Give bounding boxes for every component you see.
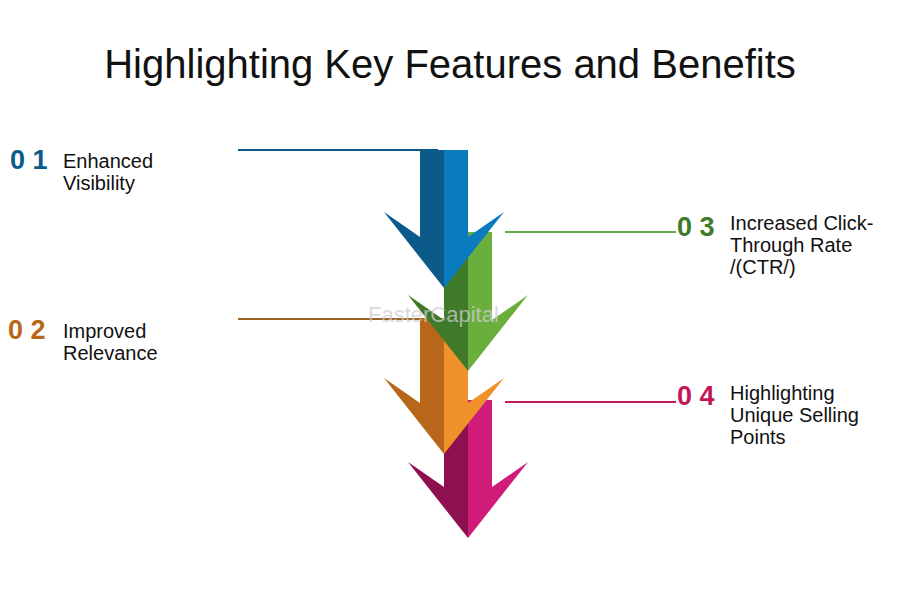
item-label: Increased Click-Through Rate /(CTR/) (730, 212, 890, 278)
callout-number: 0 3 (677, 213, 715, 243)
item-label: Improved Relevance (63, 320, 193, 364)
arrow-face (444, 150, 504, 288)
item-label: Enhanced Visibility (63, 150, 193, 194)
down-arrow (384, 150, 504, 288)
leader-line (238, 149, 438, 151)
arrow-face (468, 400, 528, 538)
leader-lines (238, 150, 676, 402)
arrow-face (468, 232, 528, 371)
callout-number: 0 2 (8, 316, 46, 346)
title: Highlighting Key Features and Benefits (0, 42, 900, 86)
item-label: Highlighting Unique Selling Points (730, 382, 890, 448)
watermark: FasterCapital (368, 303, 499, 327)
leader-line (505, 231, 676, 233)
callout-number: 0 1 (10, 146, 48, 176)
leader-line (505, 401, 676, 403)
arrow-shade (384, 150, 444, 288)
arrow-stack (384, 150, 528, 538)
arrow-shade (384, 318, 444, 454)
callout-number: 0 4 (677, 382, 715, 412)
